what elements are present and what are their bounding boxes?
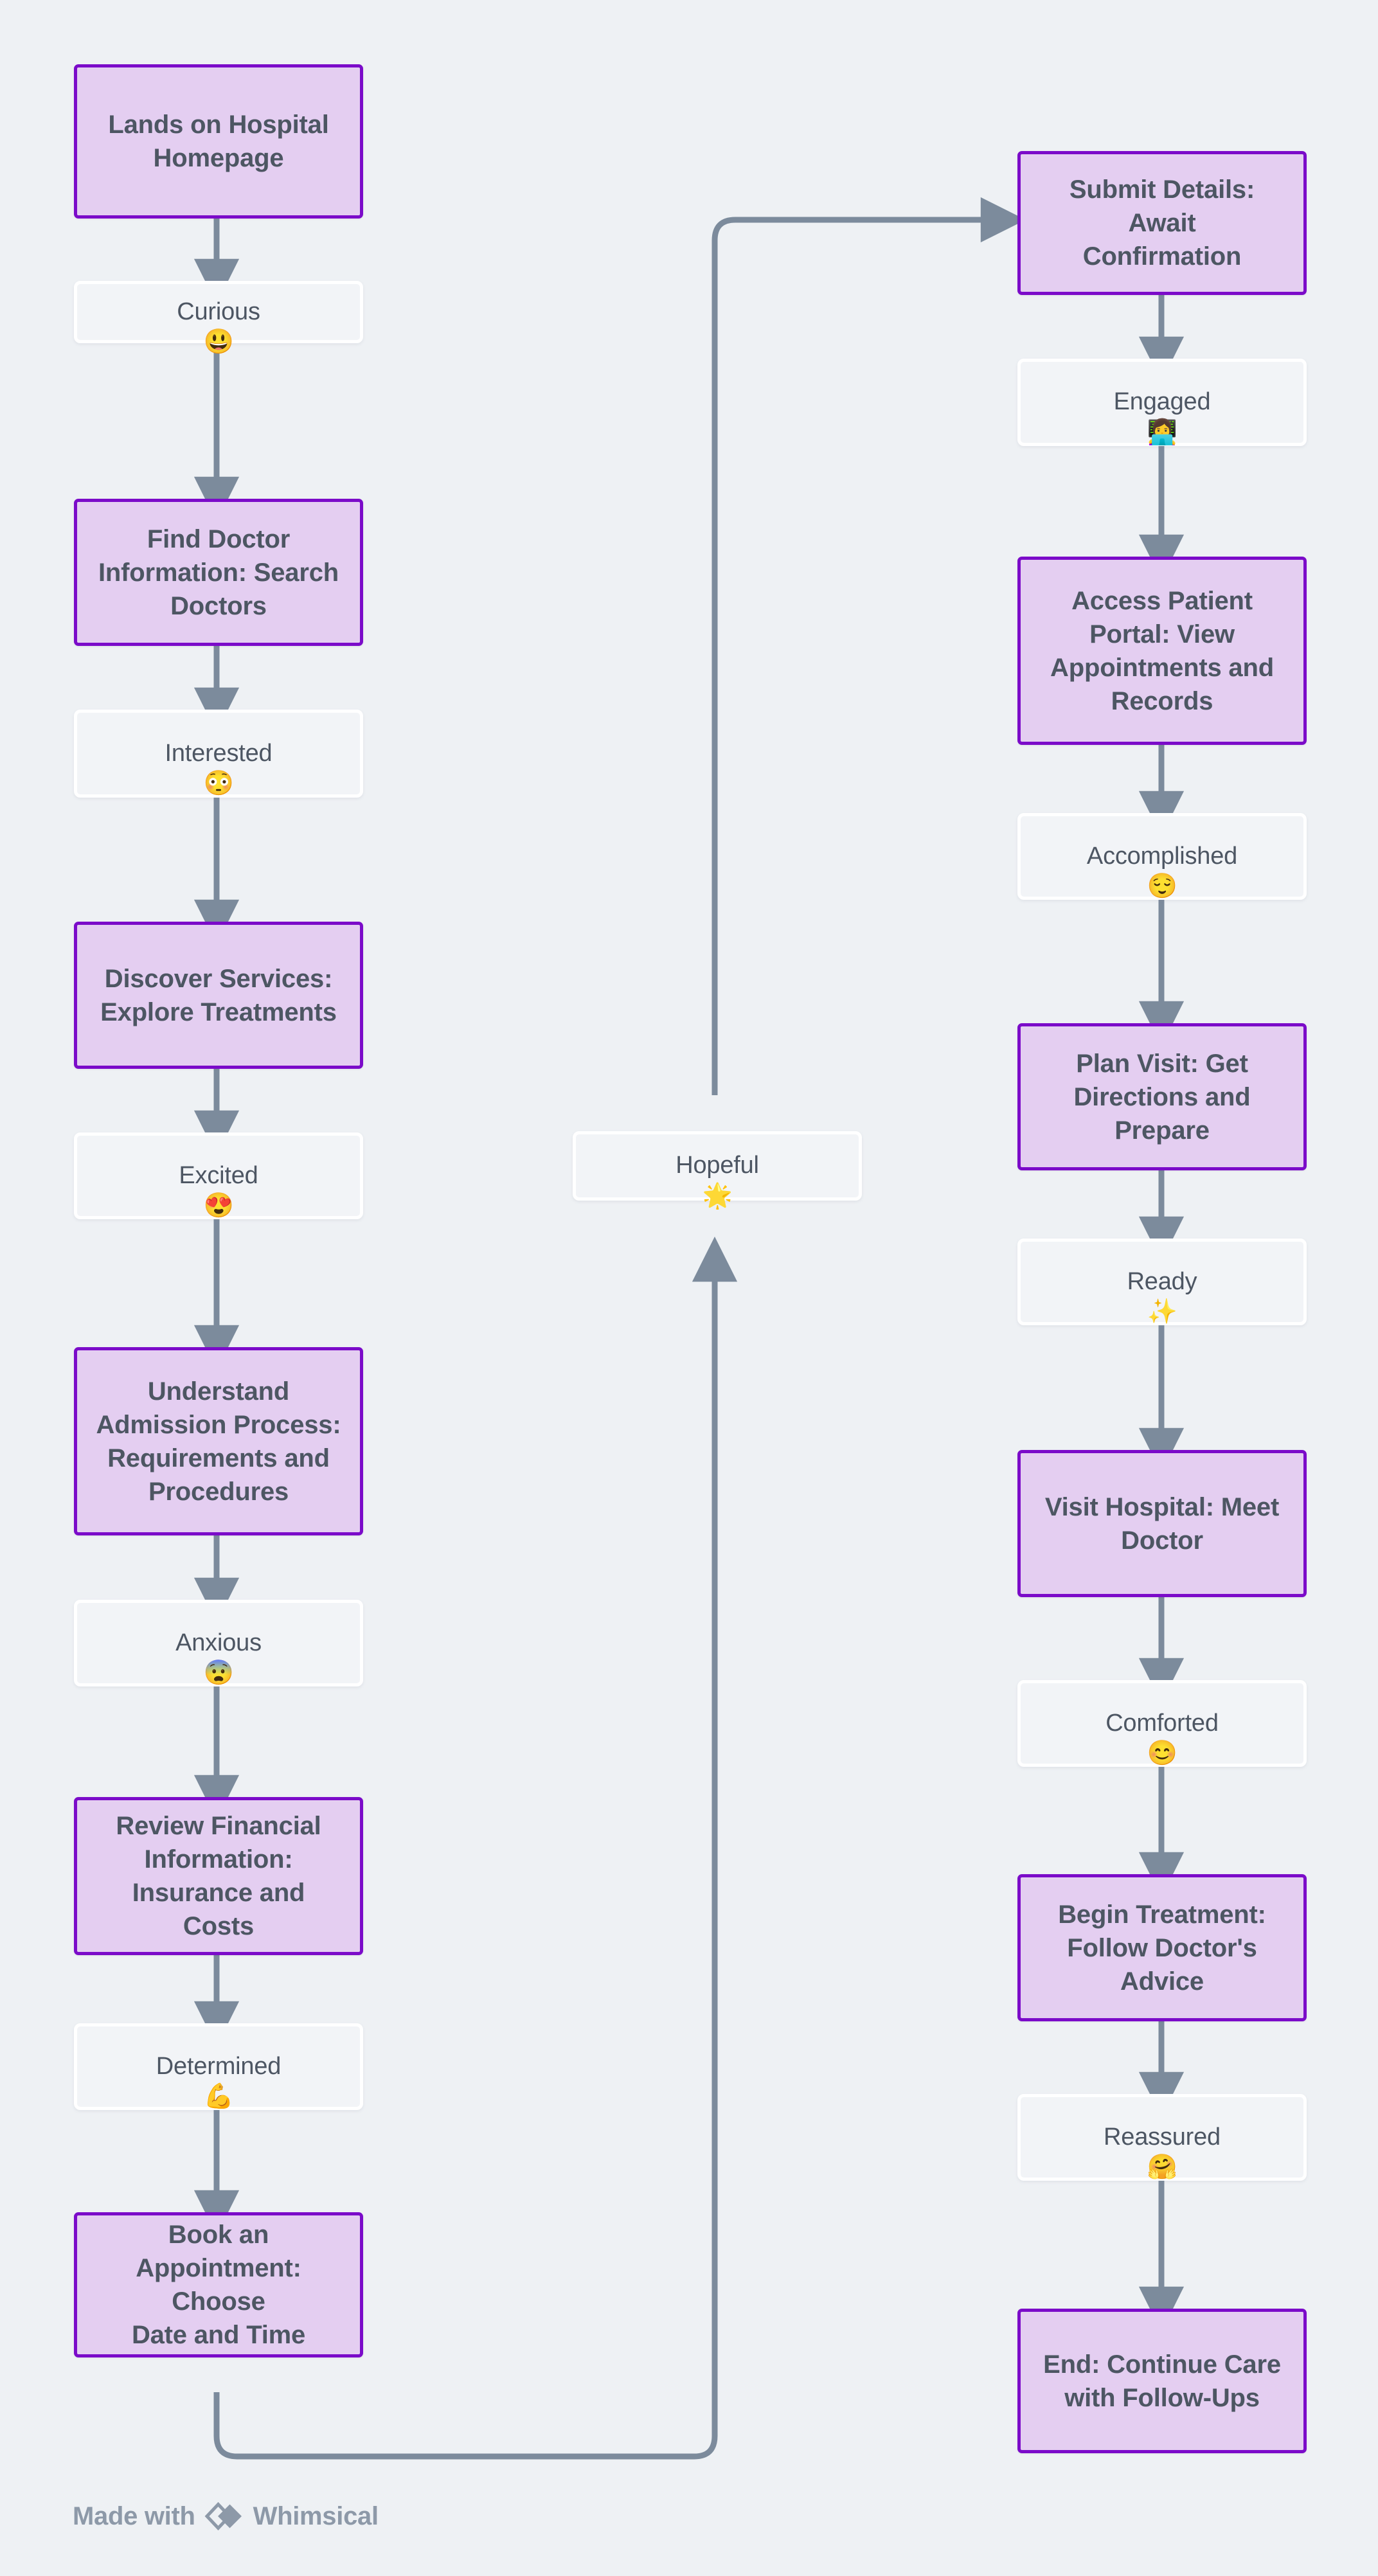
node-end-continue-care[interactable]: End: Continue Care with Follow-Ups bbox=[1017, 2309, 1307, 2453]
node-label: Interested 😳 bbox=[165, 739, 273, 798]
node-ready[interactable]: Ready ✨ bbox=[1017, 1239, 1307, 1325]
node-understand-admission-process[interactable]: Understand Admission Process: Requiremen… bbox=[74, 1347, 363, 1535]
node-interested[interactable]: Interested 😳 bbox=[74, 710, 363, 798]
emoji-excited: 😍 bbox=[203, 1192, 234, 1220]
node-label: Hopeful 🌟 bbox=[676, 1152, 759, 1210]
node-label: End: Continue Care with Follow-Ups bbox=[1043, 2350, 1281, 2412]
node-label: Submit Details: Await Confirmation bbox=[1069, 175, 1255, 271]
node-book-an-appointment[interactable]: Book an Appointment: Choose Date and Tim… bbox=[74, 2212, 363, 2357]
emoji-ready: ✨ bbox=[1147, 1298, 1177, 1326]
node-access-patient-portal[interactable]: Access Patient Portal: View Appointments… bbox=[1017, 557, 1307, 745]
emoji-engaged: 👩‍💻 bbox=[1147, 418, 1177, 446]
node-label: Anxious 😨 bbox=[175, 1629, 262, 1687]
node-label: Understand Admission Process: Requiremen… bbox=[96, 1377, 341, 1506]
node-label: Find Doctor Information: Search Doctors bbox=[98, 524, 339, 620]
node-label: Accomplished 😌 bbox=[1086, 842, 1238, 900]
footer-brand-label: Whimsical bbox=[253, 2501, 379, 2530]
emoji-curious: 😃 bbox=[203, 328, 234, 356]
node-engaged[interactable]: Engaged 👩‍💻 bbox=[1017, 359, 1307, 446]
emoji-accomplished: 😌 bbox=[1147, 873, 1177, 900]
node-label: Lands on Hospital Homepage bbox=[108, 111, 329, 172]
node-determined[interactable]: Determined 💪 bbox=[74, 2023, 363, 2110]
footer-made-with-label: Made with bbox=[73, 2501, 195, 2530]
node-label: Book an Appointment: Choose Date and Tim… bbox=[131, 2221, 306, 2349]
node-label: Reassured 🤗 bbox=[1104, 2123, 1221, 2181]
node-lands-on-hospital-homepage[interactable]: Lands on Hospital Homepage bbox=[74, 64, 363, 219]
whimsical-logo-icon bbox=[204, 2501, 242, 2531]
node-discover-services[interactable]: Discover Services: Explore Treatments bbox=[74, 922, 363, 1069]
node-label: Determined 💪 bbox=[156, 2052, 282, 2111]
node-reassured[interactable]: Reassured 🤗 bbox=[1017, 2094, 1307, 2181]
node-label: Discover Services: Explore Treatments bbox=[100, 964, 337, 1026]
node-curious[interactable]: Curious 😃 bbox=[74, 281, 363, 355]
emoji-anxious: 😨 bbox=[203, 1659, 234, 1687]
node-label: Engaged 👩‍💻 bbox=[1113, 388, 1211, 446]
emoji-hopeful: 🌟 bbox=[702, 1182, 733, 1210]
node-label: Plan Visit: Get Directions and Prepare bbox=[1073, 1049, 1251, 1145]
node-review-financial-information[interactable]: Review Financial Information: Insurance … bbox=[74, 1797, 363, 1955]
node-anxious[interactable]: Anxious 😨 bbox=[74, 1600, 363, 1686]
made-with-whimsical-footer[interactable]: Made with Whimsical bbox=[73, 2501, 379, 2532]
node-label: Comforted 😊 bbox=[1105, 1709, 1219, 1767]
node-label: Ready ✨ bbox=[1127, 1267, 1197, 1326]
edge-hopeful-to-submit bbox=[711, 197, 1026, 1095]
node-label: Curious 😃 bbox=[177, 298, 260, 356]
node-label: Review Financial Information: Insurance … bbox=[116, 1812, 321, 1940]
node-accomplished[interactable]: Accomplished 😌 bbox=[1017, 813, 1307, 900]
node-label: Begin Treatment: Follow Doctor's Advice bbox=[1058, 1900, 1266, 1996]
node-label: Visit Hospital: Meet Doctor bbox=[1044, 1492, 1280, 1555]
node-begin-treatment[interactable]: Begin Treatment: Follow Doctor's Advice bbox=[1017, 1874, 1307, 2021]
node-submit-details[interactable]: Submit Details: Await Confirmation bbox=[1017, 151, 1307, 295]
node-label: Access Patient Portal: View Appointments… bbox=[1050, 586, 1274, 715]
node-visit-hospital[interactable]: Visit Hospital: Meet Doctor bbox=[1017, 1450, 1307, 1597]
node-label: Excited 😍 bbox=[179, 1161, 258, 1220]
node-comforted[interactable]: Comforted 😊 bbox=[1017, 1680, 1307, 1767]
node-hopeful[interactable]: Hopeful 🌟 bbox=[573, 1131, 862, 1210]
emoji-reassured: 🤗 bbox=[1147, 2154, 1177, 2181]
node-plan-visit[interactable]: Plan Visit: Get Directions and Prepare bbox=[1017, 1023, 1307, 1170]
node-find-doctor-information[interactable]: Find Doctor Information: Search Doctors bbox=[74, 499, 363, 646]
node-excited[interactable]: Excited 😍 bbox=[74, 1132, 363, 1219]
emoji-interested: 😳 bbox=[203, 770, 234, 798]
emoji-determined: 💪 bbox=[203, 2083, 234, 2111]
emoji-comforted: 😊 bbox=[1147, 1740, 1177, 1767]
